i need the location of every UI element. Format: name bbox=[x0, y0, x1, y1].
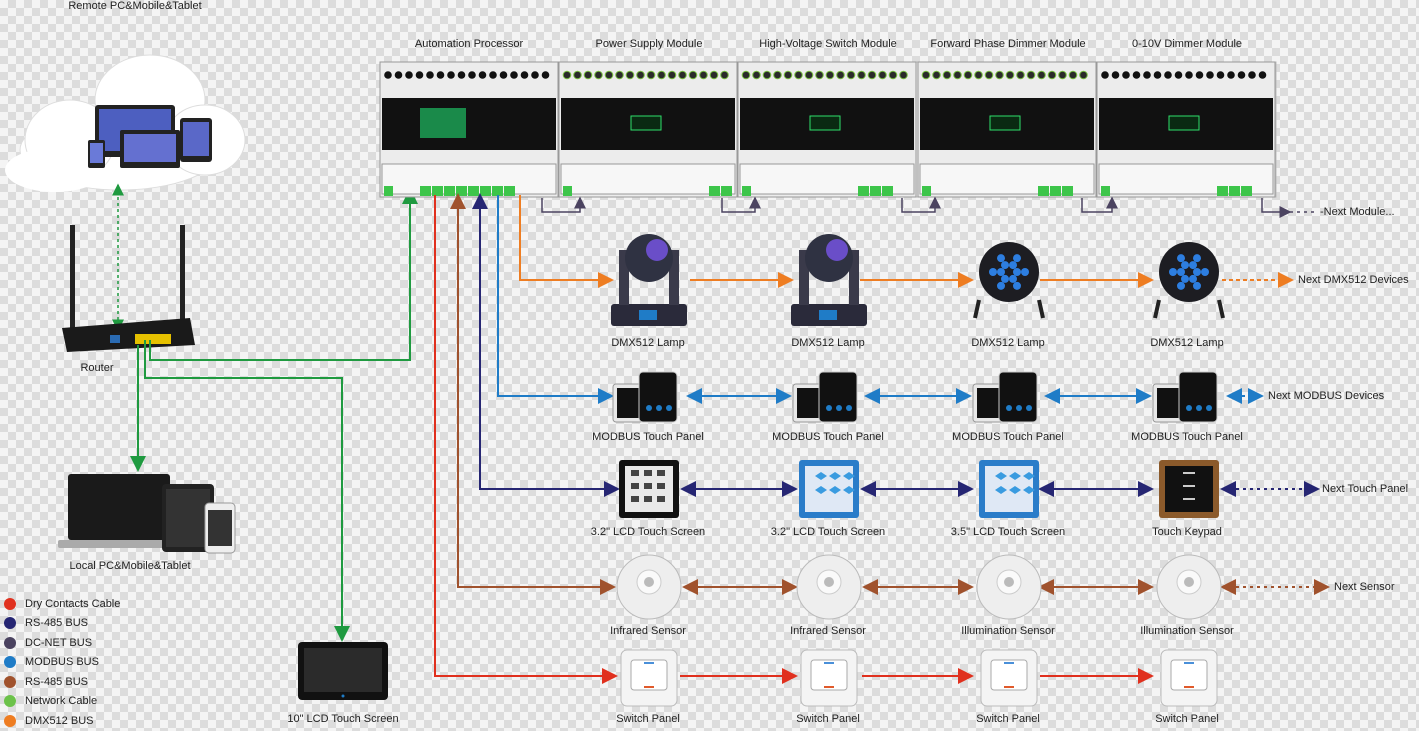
legend-item: MODBUS BUS bbox=[4, 653, 120, 673]
dmx-label-1: DMX512 Lamp bbox=[611, 337, 685, 349]
legend-label: DMX512 BUS bbox=[25, 714, 94, 727]
modbus-touch-panel-icon bbox=[972, 371, 1038, 423]
modbus-touch-panel-icon bbox=[792, 371, 858, 423]
module-unit bbox=[379, 61, 559, 198]
lcd-touch-screen-icon bbox=[799, 460, 859, 518]
par-lamp-icon bbox=[1153, 242, 1225, 319]
legend-item: DMX512 BUS bbox=[4, 711, 120, 731]
laptop-tablet-phone-icon bbox=[58, 474, 236, 554]
dmx-label-2: DMX512 Lamp bbox=[791, 337, 865, 349]
module-rack bbox=[379, 61, 1277, 198]
modbus-label-2: MODBUS Touch Panel bbox=[772, 431, 884, 443]
ceiling-sensor-icon bbox=[976, 554, 1042, 620]
dmx-label-3: DMX512 Lamp bbox=[971, 337, 1045, 349]
legend-item: Dry Contacts Cable bbox=[4, 594, 120, 614]
legend-label: MODBUS BUS bbox=[25, 656, 99, 669]
touch-label-3: 3.5" LCD Touch Screen bbox=[950, 526, 1066, 538]
legend-label: Network Cable bbox=[25, 695, 98, 708]
module-title-phase-dimmer: Forward Phase Dimmer Module bbox=[930, 38, 1086, 50]
module-unit bbox=[1096, 61, 1276, 198]
next-modbus-label: Next MODBUS Devices bbox=[1268, 390, 1385, 402]
legend: Dry Contacts Cable RS-485 BUS DC-NET BUS… bbox=[4, 594, 120, 731]
switch-panel-icon bbox=[980, 649, 1038, 707]
touch-label-4: Touch Keypad bbox=[1152, 526, 1222, 538]
switch-label-2: Switch Panel bbox=[796, 713, 860, 725]
lcd-touch-screen-icon bbox=[979, 460, 1039, 518]
modbus-touch-panel-icon bbox=[612, 371, 678, 423]
lcd-10-label: 10" LCD Touch Screen bbox=[287, 713, 399, 725]
legend-label: RS-485 BUS bbox=[25, 675, 88, 688]
moving-head-lamp-icon bbox=[791, 234, 867, 326]
local-devices-label: Local PC&Mobile&Tablet bbox=[69, 560, 191, 572]
dmx-label-4: DMX512 Lamp bbox=[1150, 337, 1224, 349]
switch-panel-icon bbox=[1160, 649, 1218, 707]
sensor-label-2: Infrared Sensor bbox=[790, 625, 866, 637]
legend-item: Network Cable bbox=[4, 692, 120, 712]
module-unit bbox=[737, 61, 917, 198]
legend-item: RS-485 BUS bbox=[4, 672, 120, 692]
ceiling-sensor-icon bbox=[616, 554, 682, 620]
switch-label-3: Switch Panel bbox=[976, 713, 1040, 725]
moving-head-lamp-icon bbox=[611, 234, 687, 326]
modbus-label-4: MODBUS Touch Panel bbox=[1131, 431, 1243, 443]
touch-keypad-icon bbox=[1159, 460, 1219, 518]
ceiling-sensor-icon bbox=[796, 554, 862, 620]
module-title-hv-switch: High-Voltage Switch Module bbox=[759, 38, 897, 50]
router-icon bbox=[62, 225, 195, 352]
modbus-label-3: MODBUS Touch Panel bbox=[952, 431, 1064, 443]
legend-dot-icon bbox=[4, 597, 16, 610]
module-title-automation: Automation Processor bbox=[414, 38, 524, 50]
legend-dot-icon bbox=[4, 695, 16, 708]
legend-dot-icon bbox=[4, 675, 16, 688]
switch-label-1: Switch Panel bbox=[616, 713, 680, 725]
switch-panel-icon bbox=[620, 649, 678, 707]
module-unit bbox=[558, 61, 738, 198]
next-dmx-label: Next DMX512 Devices bbox=[1298, 274, 1409, 286]
par-lamp-icon bbox=[973, 242, 1045, 319]
remote-caption: Remote PC&Mobile&Tablet bbox=[68, 0, 201, 12]
ceiling-sensor-icon bbox=[1156, 554, 1222, 620]
legend-label: RS-485 BUS bbox=[25, 617, 88, 630]
legend-dot-icon bbox=[4, 636, 16, 649]
touch-label-1: 3.2" LCD Touch Screen bbox=[590, 526, 706, 538]
router-label: Router bbox=[80, 362, 114, 374]
sensor-label-3: Illumination Sensor bbox=[961, 625, 1055, 637]
next-sensor-label: Next Sensor bbox=[1334, 581, 1395, 593]
switch-panel-icon bbox=[800, 649, 858, 707]
cloud-icon bbox=[5, 54, 246, 192]
next-touch-label: Next Touch Panel bbox=[1322, 483, 1409, 495]
legend-dot-icon bbox=[4, 617, 16, 630]
legend-dot-icon bbox=[4, 714, 16, 727]
next-module-label: -Next Module... bbox=[1320, 206, 1395, 218]
legend-label: DC-NET BUS bbox=[25, 636, 93, 649]
switch-label-4: Switch Panel bbox=[1155, 713, 1219, 725]
legend-label: Dry Contacts Cable bbox=[25, 597, 121, 610]
sensor-label-1: Infrared Sensor bbox=[610, 625, 686, 637]
module-unit bbox=[917, 61, 1097, 198]
lcd-10-icon bbox=[298, 642, 388, 700]
module-title-power: Power Supply Module bbox=[595, 38, 703, 50]
module-title-010v: 0-10V Dimmer Module bbox=[1131, 38, 1243, 50]
modbus-label-1: MODBUS Touch Panel bbox=[592, 431, 704, 443]
sensor-label-4: Illumination Sensor bbox=[1140, 625, 1234, 637]
modbus-touch-panel-icon bbox=[1152, 371, 1218, 423]
touch-label-2: 3.2" LCD Touch Screen bbox=[770, 526, 886, 538]
legend-item: RS-485 BUS bbox=[4, 614, 120, 634]
lcd-touch-screen-icon bbox=[619, 460, 679, 518]
legend-item: DC-NET BUS bbox=[4, 633, 120, 653]
legend-dot-icon bbox=[4, 656, 16, 669]
